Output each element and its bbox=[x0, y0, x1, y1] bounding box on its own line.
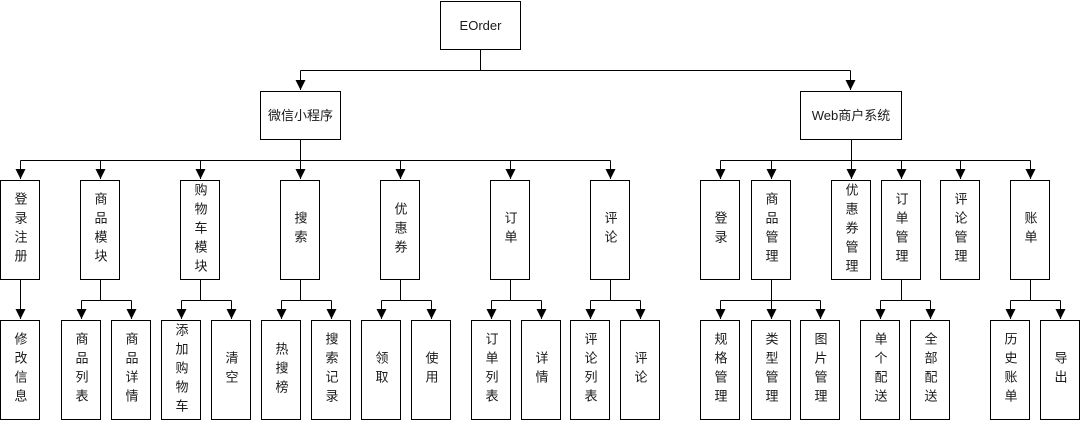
node-comment-post: 评论 bbox=[620, 320, 660, 420]
node-all-delivery: 全部配送 bbox=[910, 320, 950, 420]
node-bill: 账单 bbox=[1010, 180, 1050, 280]
node-comment-mgmt: 评论管理 bbox=[940, 180, 980, 280]
node-modify-info: 修改信息 bbox=[0, 320, 40, 420]
node-export: 导出 bbox=[1040, 320, 1080, 420]
node-history-bill: 历史账单 bbox=[990, 320, 1030, 420]
node-order-detail: 详情 bbox=[521, 320, 561, 420]
node-clear-cart: 清空 bbox=[211, 320, 251, 420]
node-search: 搜索 bbox=[280, 180, 320, 280]
node-web-merchant-system: Web商户系统 bbox=[800, 91, 902, 140]
node-login-register: 登录注册 bbox=[0, 180, 40, 280]
node-login: 登录 bbox=[700, 180, 740, 280]
node-use: 使用 bbox=[411, 320, 451, 420]
connectors bbox=[15, 50, 1066, 319]
node-product-mgmt: 商品管理 bbox=[751, 180, 791, 280]
node-claim: 领取 bbox=[361, 320, 401, 420]
node-spec-mgmt: 规格管理 bbox=[700, 320, 740, 420]
node-product-module: 商品模块 bbox=[80, 180, 120, 280]
node-coupon: 优惠券 bbox=[380, 180, 420, 280]
node-wechat-miniprogram: 微信小程序 bbox=[260, 91, 341, 140]
node-product-detail: 商品详情 bbox=[111, 320, 151, 420]
node-hot-search: 热搜榜 bbox=[261, 320, 301, 420]
node-single-delivery: 单个配送 bbox=[860, 320, 900, 420]
node-eorder: EOrder bbox=[440, 1, 521, 50]
node-comment: 评论 bbox=[590, 180, 630, 280]
node-coupon-mgmt: 优惠券管理 bbox=[831, 180, 871, 280]
node-image-mgmt: 图片管理 bbox=[800, 320, 840, 420]
node-search-history: 搜索记录 bbox=[311, 320, 351, 420]
node-order-list: 订单列表 bbox=[471, 320, 511, 420]
node-product-list: 商品列表 bbox=[61, 320, 101, 420]
node-comment-list: 评论列表 bbox=[570, 320, 610, 420]
node-order: 订单 bbox=[490, 180, 530, 280]
node-order-mgmt: 订单管理 bbox=[881, 180, 921, 280]
node-cart-module: 购物车模块 bbox=[180, 180, 220, 280]
node-add-to-cart: 添加购物车 bbox=[161, 320, 201, 420]
node-type-mgmt: 类型管理 bbox=[751, 320, 791, 420]
